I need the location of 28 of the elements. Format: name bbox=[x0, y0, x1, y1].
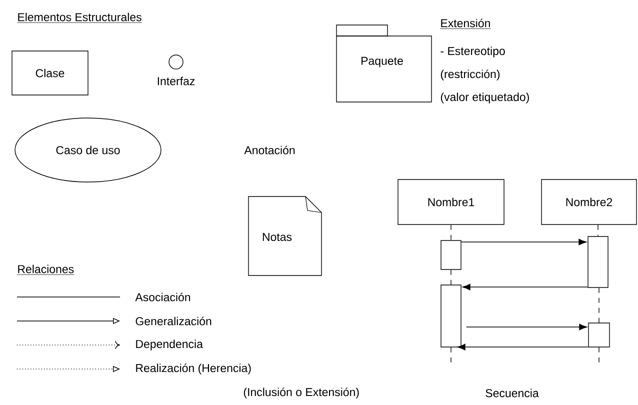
package-box: Paquete bbox=[336, 24, 432, 102]
message-arrow bbox=[461, 238, 587, 246]
section-heading: Extensión bbox=[440, 18, 491, 29]
legend-text: Asociación bbox=[135, 292, 190, 302]
note-text: (Inclusión o Extensión) bbox=[244, 388, 359, 398]
legend-text: Generalización bbox=[136, 316, 212, 326]
message-arrow bbox=[457, 344, 588, 350]
note-box: Notas bbox=[248, 196, 322, 276]
activation-bar bbox=[440, 284, 462, 348]
activation-bar bbox=[588, 236, 608, 288]
lifeline bbox=[450, 224, 452, 240]
class-box: Clase bbox=[12, 50, 88, 96]
activation-bar bbox=[588, 322, 610, 348]
message-arrow bbox=[462, 284, 588, 290]
legend-text: Realización (Herencia) bbox=[136, 364, 251, 374]
caption-text: Secuencia bbox=[486, 388, 539, 398]
lifeline bbox=[450, 347, 452, 363]
lifeline-box: Nombre1 bbox=[398, 179, 504, 225]
section-heading: Elementos Estructurales bbox=[17, 12, 142, 23]
message-arrow bbox=[466, 324, 588, 330]
lifeline bbox=[598, 347, 600, 363]
lifeline-box: Nombre2 bbox=[541, 179, 637, 225]
legend-text: Dependencia bbox=[136, 340, 203, 350]
lifeline bbox=[450, 270, 452, 285]
lifeline bbox=[598, 288, 600, 323]
section-heading: Relaciones bbox=[17, 264, 74, 275]
section-heading: Anotación bbox=[244, 146, 295, 154]
activation-bar bbox=[440, 240, 462, 270]
